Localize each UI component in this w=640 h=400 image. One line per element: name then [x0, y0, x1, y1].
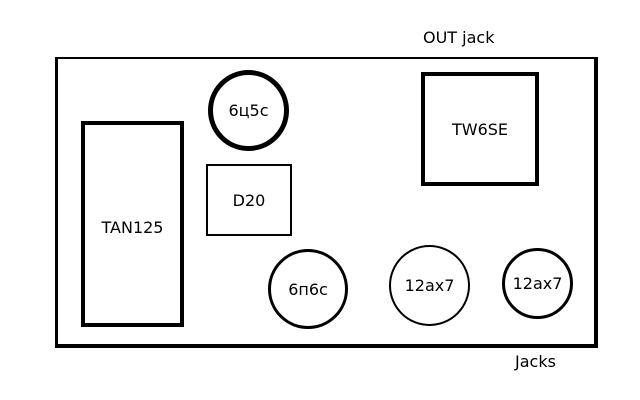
jacks-label: Jacks	[515, 352, 556, 371]
choke-label: D20	[232, 190, 266, 210]
preamp-tube-1-label: 12ax7	[404, 276, 455, 295]
power-transformer-label: TAN125	[101, 217, 164, 237]
choke-d20: D20	[206, 164, 292, 236]
out-jack-label: OUT jack	[423, 28, 495, 47]
chassis-outline	[55, 57, 598, 348]
output-transformer-tw6se: TW6SE	[421, 72, 539, 186]
power-tube-6p6s: 6п6с	[268, 249, 348, 329]
rectifier-tube-6c5s: 6ц5с	[208, 70, 289, 151]
power-transformer-tan125: TAN125	[81, 121, 184, 327]
preamp-tube-2-label: 12ax7	[512, 274, 563, 293]
output-transformer-label: TW6SE	[451, 119, 509, 139]
rectifier-tube-label: 6ц5с	[228, 101, 269, 120]
preamp-tube-12ax7-2: 12ax7	[502, 248, 573, 319]
power-tube-label: 6п6с	[288, 279, 328, 299]
preamp-tube-12ax7-1: 12ax7	[389, 245, 470, 326]
